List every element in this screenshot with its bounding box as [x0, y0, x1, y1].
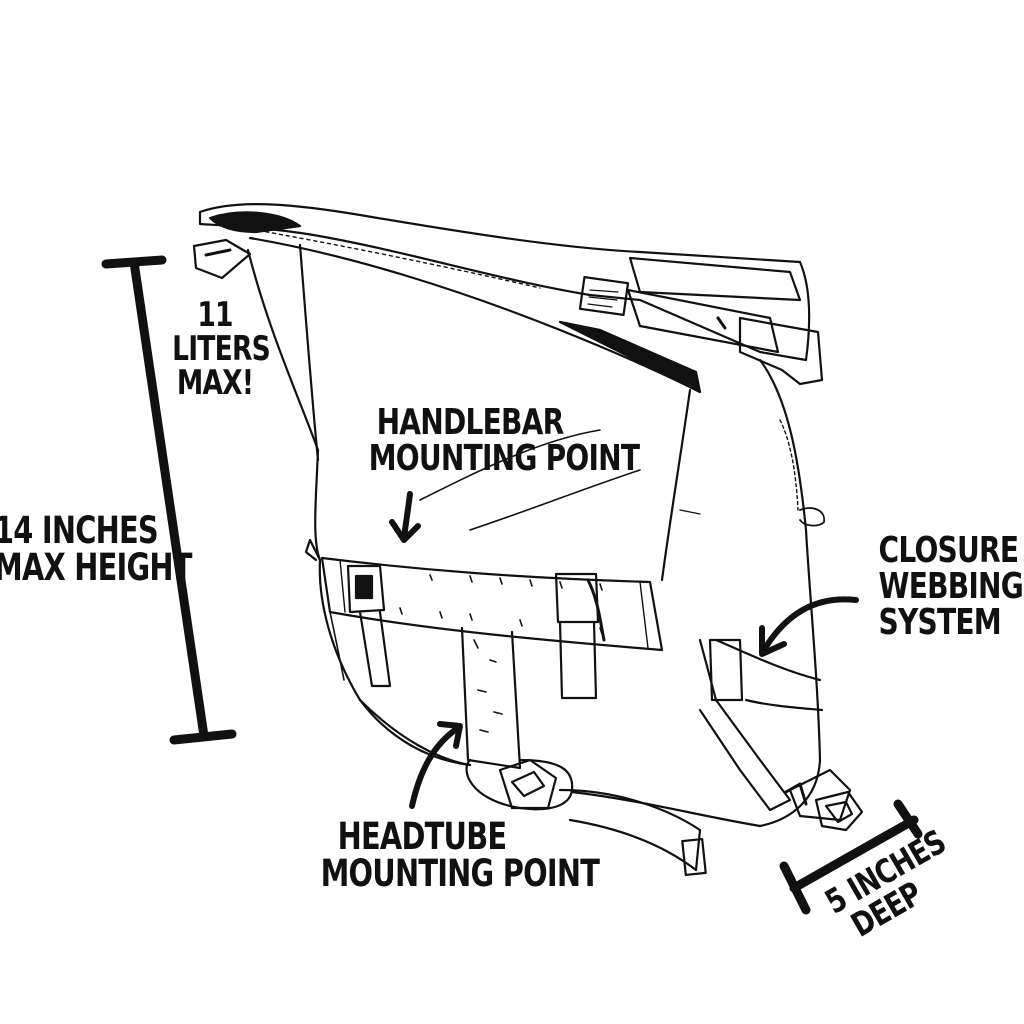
- closure-arrow: [759, 596, 859, 657]
- height-label: 14 inches max height: [0, 512, 192, 586]
- strap-end: [681, 837, 707, 877]
- handlebar-line-1: Handlebar: [376, 402, 565, 443]
- headtube-mount-label: Headtube Mounting Point: [320, 815, 600, 895]
- bag-top-flap: [198, 203, 811, 362]
- handlebar-webbing-band: [320, 556, 664, 652]
- closure-buckle: [814, 790, 864, 832]
- headtube-line-1: Headtube: [337, 815, 508, 858]
- bag-bottom: [358, 698, 762, 828]
- left-front-buckle: [346, 564, 386, 614]
- left-top-buckle: [192, 238, 252, 280]
- headtube-strap: [460, 626, 522, 770]
- handlebar-line-2: Mounting Point: [368, 438, 640, 479]
- headtube-line-2: Mounting Point: [320, 852, 600, 895]
- handlebar-mount-label: Handlebar Mounting Point: [368, 402, 640, 479]
- capacity-line-1: 11: [197, 295, 233, 335]
- flap-inner-dark: [208, 211, 302, 234]
- flap-fold-line: [248, 236, 702, 394]
- closure-line-2: Webbing: [878, 566, 1024, 607]
- height-line-2: max height: [0, 546, 192, 589]
- handlebar-arrow: [389, 491, 421, 543]
- flap-stitch: [244, 227, 541, 289]
- right-front-buckle: [554, 572, 600, 624]
- capacity-line-2: Liters: [172, 329, 271, 369]
- height-dimension-bar: [101, 255, 237, 745]
- brand-tag: [578, 275, 630, 317]
- headtube-buckle: [498, 758, 558, 810]
- height-line-1: 14 inches: [0, 509, 159, 552]
- flap-shadow: [558, 320, 702, 394]
- closure-line-1: Closure: [878, 530, 1020, 571]
- depth-dimension-bar: [779, 799, 923, 915]
- top-handle-strap: [628, 256, 802, 302]
- closure-line-3: System: [878, 602, 1002, 643]
- bag-body: [246, 248, 472, 767]
- closure-webbing-label: Closure Webbing System: [878, 530, 1024, 643]
- headtube-arrow: [409, 721, 463, 809]
- capacity-line-3: Max!: [176, 363, 254, 403]
- capacity-label: 11 Liters Max!: [172, 295, 271, 403]
